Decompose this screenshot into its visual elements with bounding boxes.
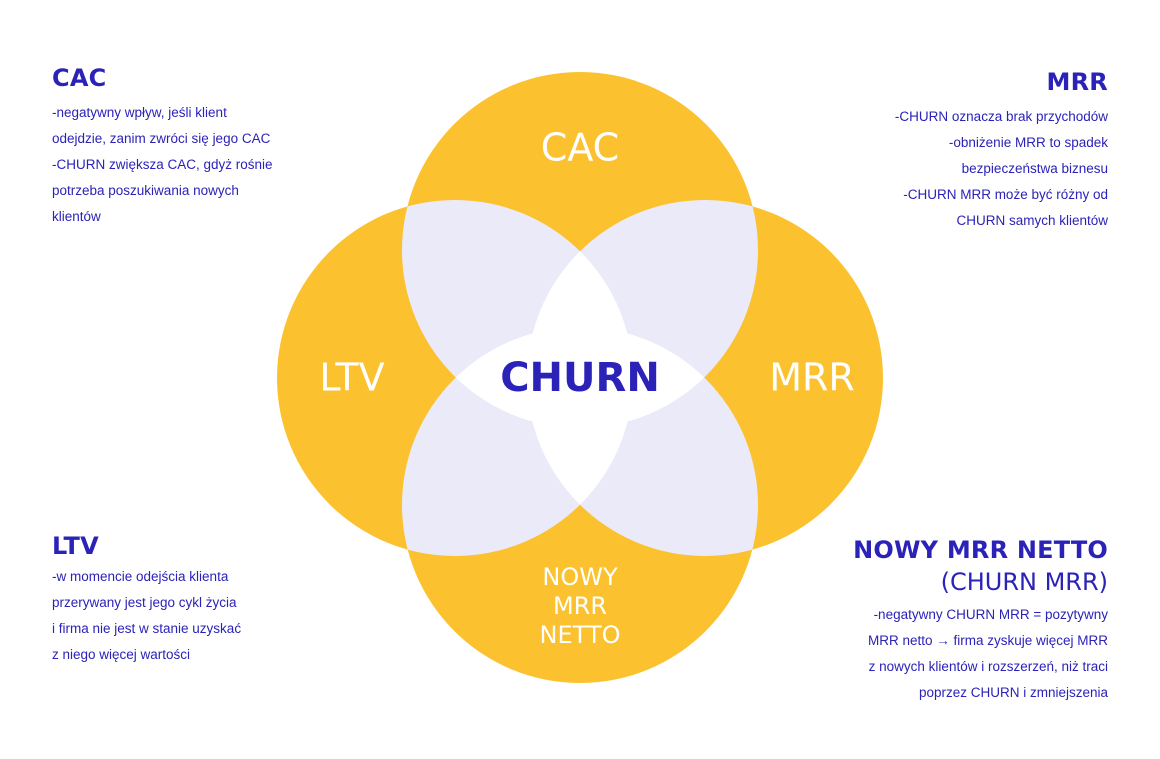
- ltv-line: -w momencie odejścia klienta: [52, 569, 229, 584]
- cac-description: CAC -negatywny wpływ, jeśli klient odejd…: [52, 64, 273, 230]
- circle-label-netto-1: NOWY: [542, 563, 618, 591]
- mrr-line: bezpieczeństwa biznesu: [961, 161, 1108, 176]
- ltv-line: przerywany jest jego cykl życia: [52, 595, 237, 610]
- ltv-description: LTV -w momencie odejścia klienta przeryw…: [52, 532, 241, 668]
- mrr-line: CHURN samych klientów: [956, 213, 1108, 228]
- mrr-line: -CHURN MRR może być różny od: [903, 187, 1108, 202]
- mrr-line: -obniżenie MRR to spadek: [948, 135, 1108, 150]
- circle-label-netto-3: NETTO: [540, 621, 621, 649]
- circle-label-ltv: LTV: [319, 356, 384, 400]
- circle-label-cac: CAC: [541, 126, 619, 170]
- circle-label-netto-2: MRR: [553, 592, 607, 620]
- center-label-churn: CHURN: [500, 355, 660, 401]
- cac-line: klientów: [52, 209, 101, 224]
- cac-line: odejdzie, zanim zwróci się jego CAC: [52, 131, 271, 146]
- ltv-line: z niego więcej wartości: [52, 647, 191, 662]
- mrr-line: -CHURN oznacza brak przychodów: [894, 109, 1108, 124]
- netto-description: NOWY MRR NETTO (CHURN MRR) -negatywny CH…: [853, 536, 1108, 706]
- mrr-description: MRR -CHURN oznacza brak przychodów -obni…: [895, 68, 1108, 234]
- netto-lines: -negatywny CHURN MRR = pozytywny MRR net…: [853, 602, 1108, 706]
- cac-line: -CHURN zwiększa CAC, gdyż rośnie: [52, 157, 273, 172]
- cac-line: potrzeba poszukiwania nowych: [52, 183, 239, 198]
- mrr-lines: -CHURN oznacza brak przychodów -obniżeni…: [895, 104, 1108, 234]
- cac-lines: -negatywny wpływ, jeśli klient odejdzie,…: [52, 100, 273, 230]
- ltv-title: LTV: [52, 532, 99, 560]
- netto-line: MRR netto → firma zyskuje więcej MRR: [867, 633, 1108, 648]
- ltv-line: i firma nie jest w stanie uzyskać: [52, 621, 242, 636]
- mrr-title: MRR: [1046, 68, 1108, 96]
- cac-line: -negatywny wpływ, jeśli klient: [52, 105, 227, 120]
- netto-title: NOWY MRR NETTO: [853, 536, 1108, 564]
- circle-label-mrr: MRR: [769, 356, 855, 400]
- netto-line: -negatywny CHURN MRR = pozytywny: [873, 607, 1108, 622]
- netto-subtitle: (CHURN MRR): [940, 568, 1108, 596]
- netto-line: poprzez CHURN i zmniejszenia: [918, 685, 1108, 700]
- netto-line: z nowych klientów i rozszerzeń, niż trac…: [868, 659, 1108, 674]
- cac-title: CAC: [52, 64, 107, 92]
- ltv-lines: -w momencie odejścia klienta przerywany …: [52, 564, 241, 668]
